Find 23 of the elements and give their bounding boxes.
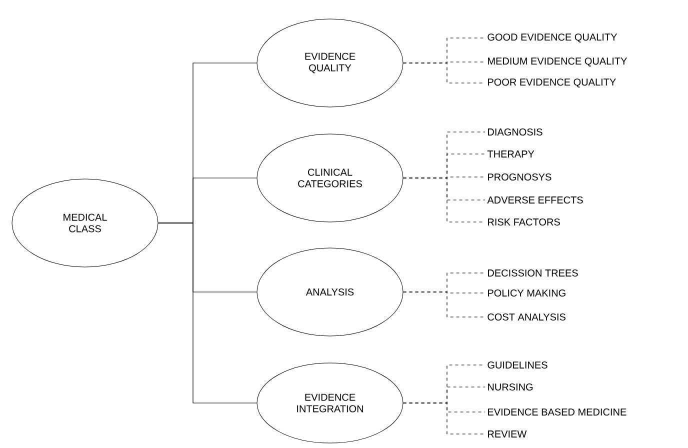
leaf-label: THERAPY	[487, 150, 534, 158]
leaf-label: GOOD EVIDENCE QUALITY	[488, 34, 618, 42]
leaf-label: DECISSION TREES	[488, 269, 578, 277]
leaf-label: REVIEW	[488, 430, 527, 438]
leader-line	[402, 402, 486, 434]
leaf-label: POLICY MAKING	[488, 289, 566, 297]
leaf-label: DIAGNOSIS	[488, 128, 542, 136]
leaf-label: NURSING	[488, 383, 533, 391]
ellipse-node: EVIDENCE QUALITY	[256, 18, 404, 108]
ellipse-node: ANALYSIS	[256, 248, 404, 336]
ellipse-node: EVIDENCE INTEGRATION	[256, 362, 404, 444]
leader-line	[402, 292, 486, 318]
leaf-label: MEDIUM EVIDENCE QUALITY	[488, 58, 627, 66]
leaf-label: EVIDENCE BASED MEDICINE	[488, 408, 626, 416]
leaf-label: POOR EVIDENCE QUALITY	[488, 78, 616, 88]
leaf-label: ADVERSE EFFECTS	[487, 196, 583, 204]
leaf-label: PROGNOSYS	[488, 173, 552, 181]
leaf-label: GUIDELINES	[488, 361, 548, 369]
ellipse-node: CLINICAL CATEGORIES	[256, 134, 404, 222]
leaf-label: COST ANALYSIS	[488, 313, 566, 321]
connector-line	[158, 222, 258, 404]
ellipse-node: MEDICAL CLASS	[12, 178, 158, 268]
leaf-label: RISK FACTORS	[488, 218, 560, 226]
